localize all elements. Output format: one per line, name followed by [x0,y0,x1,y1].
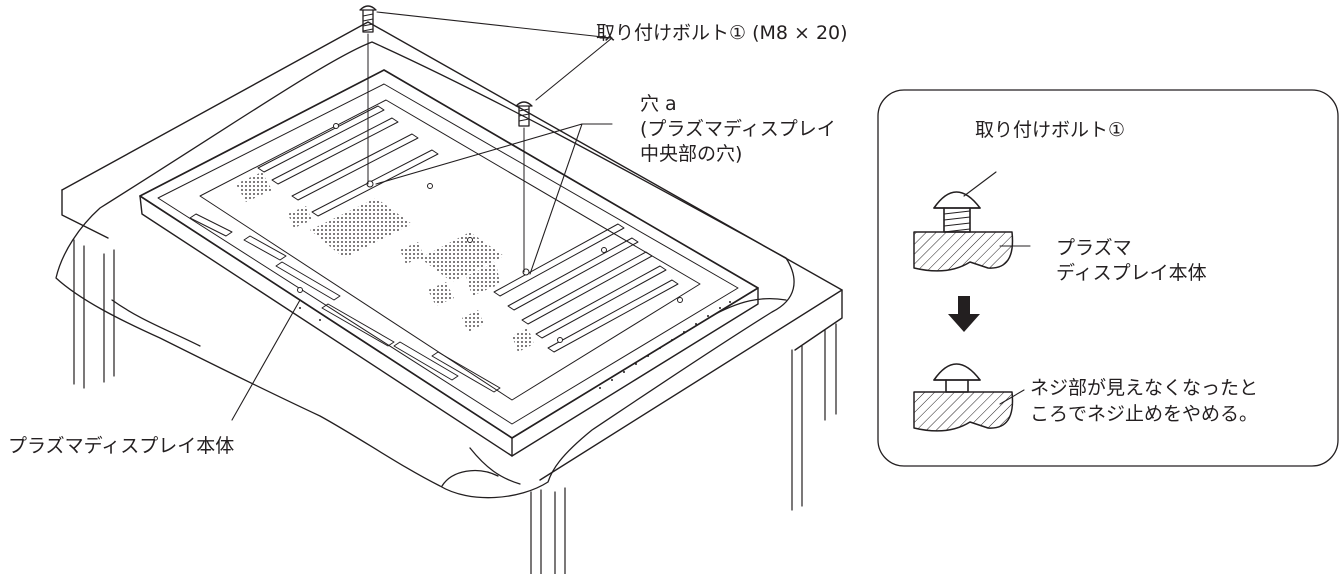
hole-label: 穴 a (プラズマディスプレイ 中央部の穴) [640,93,836,166]
bolt-leader [376,11,613,101]
inset-instruction: ネジ部が見えなくなったと ころでネジ止めをやめる。 [1030,377,1259,425]
inset-frame [877,89,1339,467]
down-arrow-icon [948,296,980,332]
body-leader [231,299,301,421]
table-right-side [794,289,843,351]
bolt-right [515,101,533,127]
inset-title: 取り付けボルト① [975,119,1126,141]
plasma-display [139,69,759,457]
display-inner-bezel [157,83,739,425]
table-top-side [61,189,109,239]
table-top-edge [61,21,843,481]
bolt-guide-lines [367,33,525,273]
vent-grilles [236,172,534,352]
leader-lines [231,11,613,421]
display-center-panel [199,99,701,401]
inset-panel [877,89,1339,467]
inset-body-top [913,231,1014,272]
cloth-fold-3 [469,447,521,485]
hole-leader [375,123,613,275]
bolt-left [359,5,377,33]
cloth-fold-2 [441,469,499,487]
inset-title-leader [963,171,997,197]
inset-plasma-label: プラズマ ディスプレイ本体 [1056,237,1207,285]
rim-dots [299,301,731,389]
bolt-label: 取り付けボルト① (M8 × 20) [596,22,848,44]
vent-slats-lower [493,223,679,353]
display-right-edge [511,287,759,457]
table [61,21,843,574]
display-body-label: プラズマディスプレイ本体 [8,435,235,457]
cloth-outline [55,41,795,499]
table-legs [73,239,837,574]
display-front-edge [139,195,513,457]
inset-body-bottom [913,391,1014,432]
display-screw-holes [297,123,683,343]
connector-strips [189,213,501,393]
inset-instruction-leader [999,389,1025,405]
cloth-fold-1 [111,299,201,347]
